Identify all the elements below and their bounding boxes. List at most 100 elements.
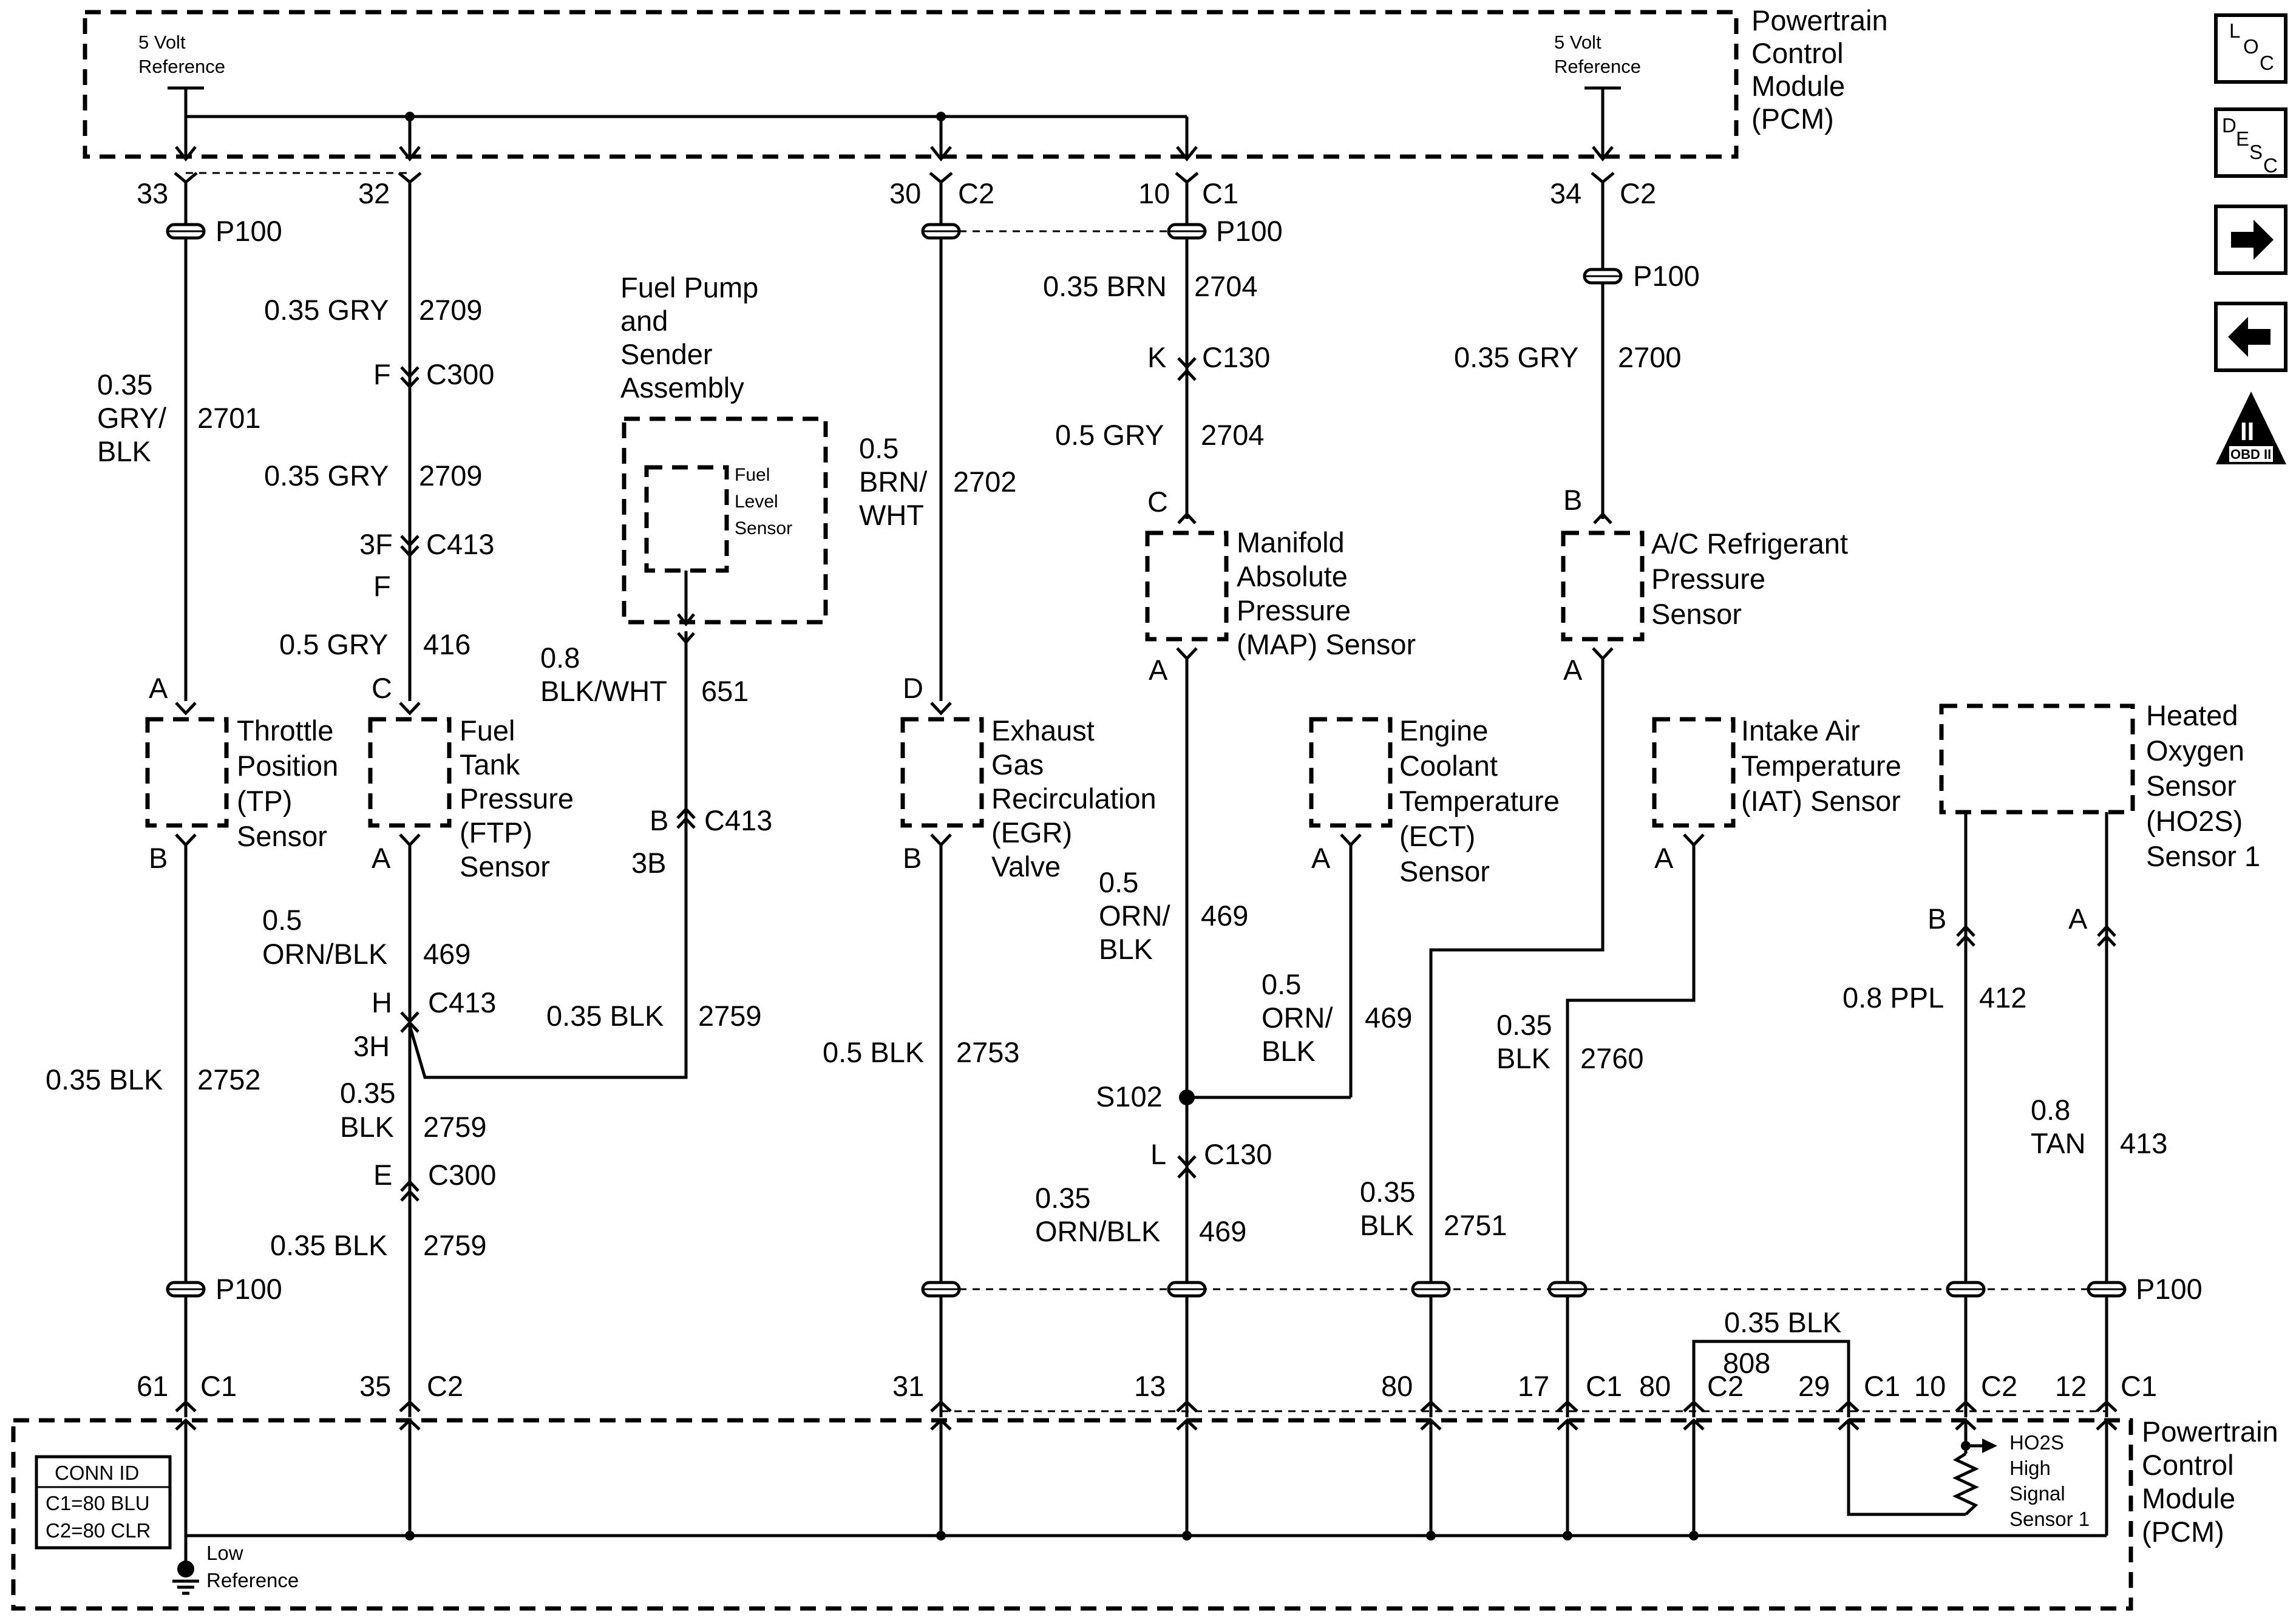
blk2759a-num: 2759: [698, 1000, 762, 1032]
svg-text:D: D: [2222, 114, 2237, 137]
brnwht-size: 0.5: [859, 432, 898, 464]
conn-C130: C130: [1202, 341, 1270, 373]
prev-button[interactable]: [2214, 302, 2288, 372]
blk2759c-num: 2759: [423, 1229, 487, 1261]
conn-S102: S102: [1096, 1080, 1163, 1113]
tp-wire-color2: BLK: [97, 435, 151, 467]
gry2704-num: 2704: [1201, 419, 1265, 451]
bot-conn-c1d: C1: [2121, 1370, 2157, 1402]
brn2704-num: 2704: [1194, 270, 1258, 302]
top-pin-30: 30: [889, 177, 921, 209]
egr-pin-b: B: [903, 842, 922, 874]
blk2752-num: 2752: [197, 1063, 261, 1096]
pcm-bot-l4: (PCM): [2142, 1516, 2224, 1548]
blk808-txt: 0.35 BLK: [1724, 1306, 1841, 1338]
svg-text:E: E: [2236, 127, 2249, 150]
fuel-pump-l3: Sender: [620, 338, 713, 370]
p100-map-top: [1167, 223, 1207, 240]
map-l4: (MAP) Sensor: [1237, 628, 1416, 660]
conn-C413: C413: [426, 528, 494, 560]
blk808-num: 808: [1723, 1347, 1770, 1379]
conn-id-c2: C2=80 CLR: [46, 1519, 151, 1542]
ect-l1: Engine: [1399, 714, 1488, 747]
blk2751-c1: BLK: [1360, 1209, 1414, 1241]
ho2s-l1: Heated: [2146, 699, 2238, 731]
bot-pin-12: 12: [2055, 1370, 2087, 1402]
ref-5v-left-l2: Reference: [138, 56, 225, 77]
top-pin-10: 10: [1138, 177, 1170, 209]
p100-ac-top: [1583, 268, 1623, 285]
ho2s-sensor-box: [1939, 703, 2135, 815]
bot-pin-61: 61: [137, 1370, 168, 1402]
gry2709b-num: 2709: [419, 459, 483, 492]
blk2753-txt: 0.5 BLK: [823, 1036, 924, 1068]
blk2760-c1: BLK: [1496, 1042, 1550, 1074]
gry416-num: 416: [423, 628, 470, 660]
conn-C413-b: C413: [704, 804, 772, 836]
ect-l3: Temperature: [1399, 785, 1560, 817]
conn-F-b: F: [373, 570, 391, 602]
orn469b-c1: ORN/: [1099, 900, 1170, 932]
conn-C130-b: C130: [1204, 1138, 1272, 1170]
tp-pin-a: A: [149, 672, 168, 704]
ect-l5: Sensor: [1399, 855, 1490, 887]
ftp-l5: Sensor: [460, 850, 550, 883]
conn-C300: C300: [426, 358, 494, 390]
svg-text:L: L: [2229, 19, 2240, 42]
pcm-bot-l1: Powertrain: [2142, 1415, 2278, 1448]
svg-text:OBD II: OBD II: [2230, 447, 2271, 462]
blk2751-size: 0.35: [1360, 1176, 1415, 1208]
blk2759c-txt: 0.35 BLK: [270, 1229, 387, 1261]
ftp-sensor-box: [368, 717, 452, 828]
orn469a-size: 0.5: [262, 904, 302, 936]
top-pin-33: 33: [137, 177, 168, 209]
gry2700-num: 2700: [1618, 341, 1682, 373]
top-conn-c2a: C2: [958, 177, 994, 209]
ppl412-txt: 0.8 PPL: [1843, 981, 1944, 1014]
obd-ii-button[interactable]: II OBD II: [2216, 391, 2286, 464]
iat-pin-a: A: [1654, 842, 1674, 874]
bot-pin-29: 29: [1798, 1370, 1830, 1402]
orn469a-c1: ORN/BLK: [262, 938, 387, 970]
map-pin-c: C: [1147, 486, 1168, 518]
tp-wire-size: 0.35: [97, 368, 152, 401]
ftp-l3: Pressure: [460, 782, 574, 815]
bot-pin-80b: 80: [1639, 1370, 1671, 1402]
svg-text:S: S: [2249, 141, 2263, 163]
ref-5v-left-l1: 5 Volt: [138, 32, 186, 53]
ho2s-l3: Sensor: [2146, 770, 2237, 802]
blk2753-num: 2753: [956, 1036, 1020, 1068]
tan413-num: 413: [2120, 1127, 2167, 1159]
egr-l2: Gas: [991, 748, 1044, 781]
gry2709b-txt: 0.35 GRY: [264, 459, 389, 492]
egr-l5: Valve: [991, 850, 1061, 883]
brn2704-txt: 0.35 BRN: [1043, 270, 1167, 302]
bot-pin-10: 10: [1914, 1370, 1946, 1402]
tan413-size: 0.8: [2031, 1094, 2070, 1126]
next-button[interactable]: [2214, 205, 2288, 275]
p100-label-1: P100: [216, 215, 282, 247]
egr-valve-box: [900, 717, 984, 828]
orn469c-c2: BLK: [1262, 1035, 1316, 1067]
tp-l2: Position: [237, 750, 338, 782]
pcm-bot-l3: Module: [2142, 1482, 2235, 1514]
orn469c-c1: ORN/: [1262, 1001, 1333, 1034]
desc-button[interactable]: D E S C: [2214, 107, 2288, 178]
tp-wire-color1: GRY/: [97, 402, 167, 434]
p100-label-2: P100: [1216, 215, 1283, 247]
ac-l1: A/C Refrigerant: [1651, 527, 1848, 560]
ftp-l4: (FTP): [460, 816, 532, 849]
map-pin-a: A: [1149, 654, 1168, 686]
orn469c-size: 0.5: [1262, 968, 1301, 1000]
ac-sensor-box: [1561, 530, 1645, 642]
ect-l2: Coolant: [1399, 750, 1498, 782]
egr-l4: (EGR): [991, 816, 1072, 849]
bot-conn-c1b: C1: [1586, 1370, 1622, 1402]
tp-pin-b: B: [149, 842, 168, 874]
blk2752-txt: 0.35 BLK: [46, 1063, 163, 1096]
ho2s-sig-l2: High: [2009, 1457, 2051, 1479]
loc-button[interactable]: L O C: [2214, 13, 2288, 84]
bot-pin-13: 13: [1134, 1370, 1166, 1402]
fuel-level-l3: Sensor: [735, 518, 792, 538]
